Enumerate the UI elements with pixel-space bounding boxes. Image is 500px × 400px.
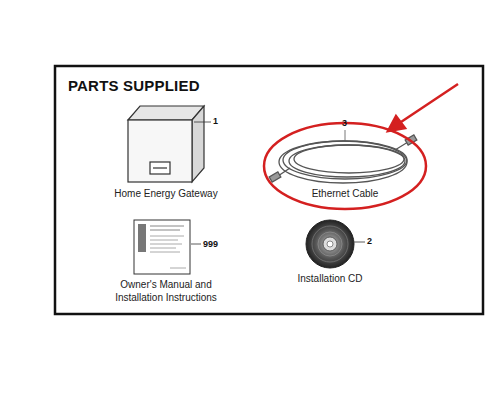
frame: [55, 66, 483, 314]
manual-drawing: [134, 220, 201, 274]
part-name: Home Energy Gateway: [114, 188, 217, 201]
gateway-drawing: [128, 106, 211, 182]
ethernet-cable-drawing: [269, 130, 417, 183]
callout-number: 2: [367, 236, 372, 247]
part-name: Ethernet Cable: [312, 188, 379, 201]
callout-number: 3: [342, 118, 347, 129]
title: PARTS SUPPLIED: [68, 77, 200, 96]
callout-number: 999: [203, 239, 218, 250]
cd-drawing: [306, 220, 365, 268]
part-name: Installation CD: [297, 273, 362, 286]
highlight-arrow: [388, 84, 458, 131]
part-name: Owner's Manual and Installation Instruct…: [101, 279, 231, 304]
highlight-ellipse: [264, 123, 426, 209]
callout-number: 1: [213, 116, 218, 127]
